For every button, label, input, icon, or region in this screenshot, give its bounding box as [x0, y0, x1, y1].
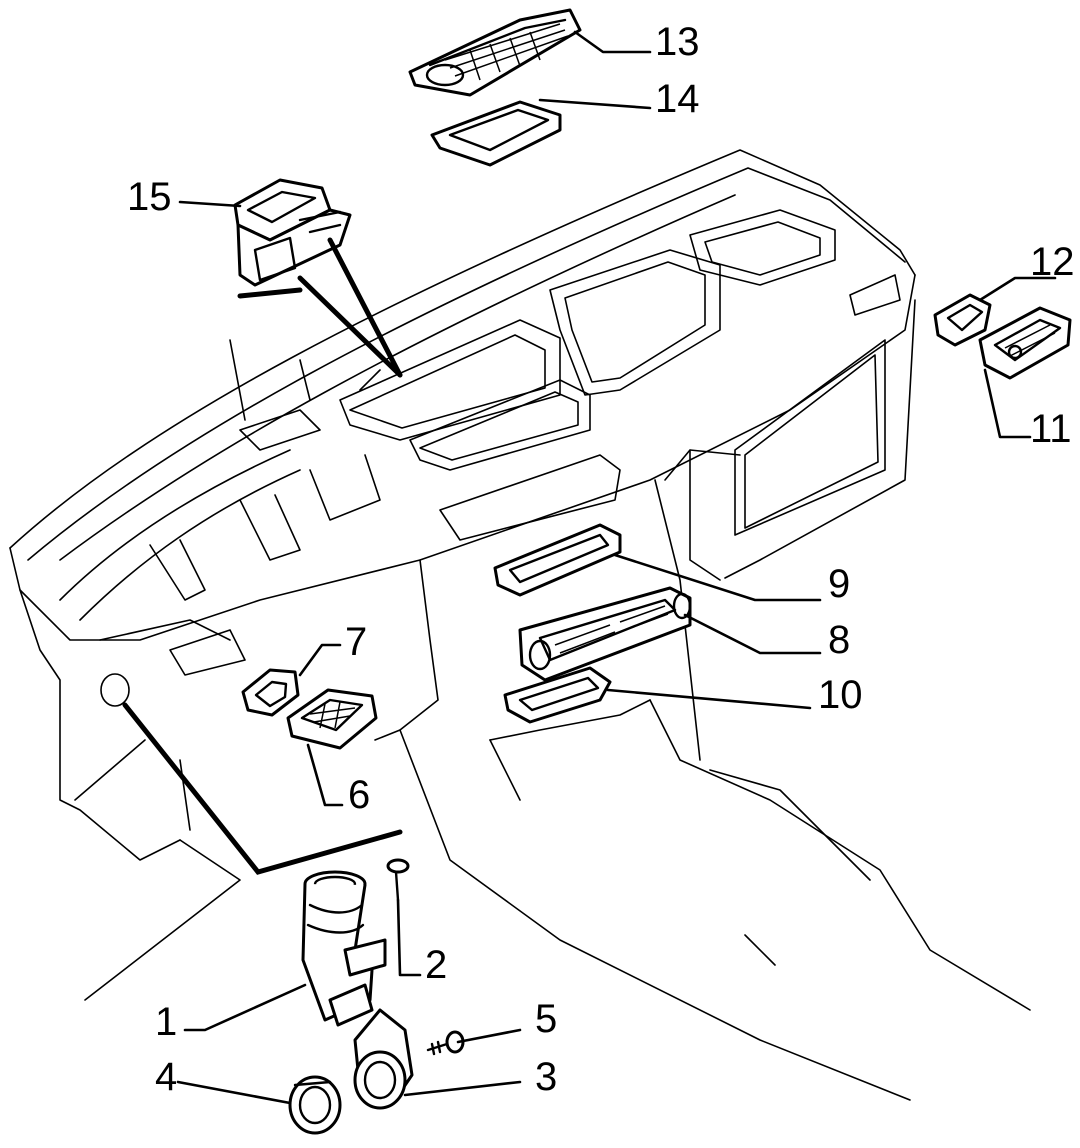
callout-13: 13 — [655, 20, 700, 64]
vent-8 — [518, 586, 692, 682]
callout-6: 6 — [348, 773, 370, 817]
dashboard-outline — [9, 149, 1031, 1101]
screw-2 — [386, 858, 410, 902]
leader-lines — [176, 30, 1057, 1105]
frame-14 — [430, 100, 562, 167]
callout-1: 1 — [155, 1000, 177, 1044]
callout-12: 12 — [1030, 240, 1075, 284]
vent-13 — [408, 8, 582, 97]
frame-12 — [933, 293, 992, 347]
callout-11: 11 — [1030, 407, 1072, 451]
assembly-pointers — [122, 237, 403, 875]
callout-2: 2 — [425, 943, 447, 987]
callout-8: 8 — [828, 618, 850, 662]
vent-6 — [286, 688, 378, 750]
callout-14: 14 — [655, 77, 700, 121]
vent-11 — [978, 306, 1072, 380]
frame-9 — [493, 523, 622, 597]
ring-4 — [288, 1075, 342, 1135]
callout-3: 3 — [535, 1055, 557, 1099]
vent-15 — [233, 178, 352, 287]
callout-9: 9 — [828, 562, 850, 606]
elbow-3 — [353, 1008, 414, 1110]
callout-4: 4 — [155, 1055, 177, 1099]
callout-5: 5 — [535, 997, 557, 1041]
callout-7: 7 — [345, 620, 367, 664]
callout-10: 10 — [818, 673, 863, 717]
round-opening — [100, 673, 130, 707]
duct-1 — [301, 870, 387, 1027]
callout-labels: 13 14 15 12 11 9 8 10 7 6 2 1 5 3 4 — [127, 20, 1075, 1099]
frame-7 — [241, 668, 300, 717]
callout-15: 15 — [127, 175, 172, 219]
frame-10 — [503, 666, 612, 724]
